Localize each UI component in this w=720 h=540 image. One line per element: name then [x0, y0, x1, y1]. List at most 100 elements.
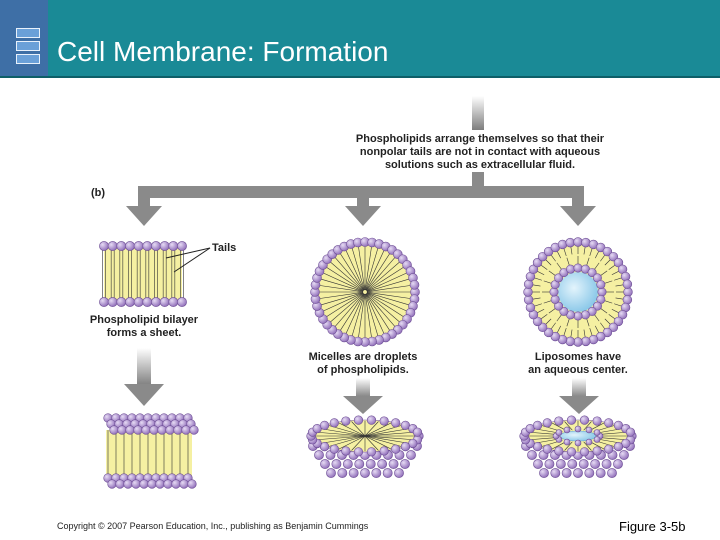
phospholipid-head	[168, 297, 179, 307]
lipid-tail	[583, 441, 592, 451]
phospholipid-head	[554, 273, 564, 283]
phospholipid-head	[400, 442, 411, 452]
bilayer-caption: Phospholipid bilayer forms a sheet.	[74, 314, 214, 340]
phospholipid-head	[573, 237, 583, 247]
phospholipid-head	[348, 468, 359, 478]
lipid-tail	[366, 292, 408, 320]
liposome-caption-line: an aqueous center.	[528, 364, 628, 376]
tails-label: Tails	[212, 242, 237, 254]
phospholipid-head	[543, 327, 554, 338]
phospholipid-head	[579, 447, 590, 457]
phospholipid-head	[590, 459, 601, 469]
phospholipid-head	[107, 479, 117, 489]
lipid-tail	[364, 435, 379, 451]
phospholipid-head	[116, 297, 127, 307]
phospholipid-head	[379, 446, 389, 456]
lipid-tail	[364, 242, 373, 291]
phospholipid-head	[607, 468, 617, 478]
lipid-tail	[366, 270, 411, 292]
lipid-tail	[351, 435, 366, 451]
phospholipid-head	[567, 459, 578, 469]
phospholipid-head	[400, 459, 410, 469]
liposome-caption-line: Liposomes have	[534, 351, 622, 363]
lower-arrows	[124, 348, 599, 414]
phospholipid-head	[620, 271, 631, 282]
liposome-illustration	[523, 237, 633, 347]
phospholipid-head	[593, 436, 601, 443]
phospholipid-head	[329, 444, 339, 454]
bilayer-caption-line: forms a sheet.	[106, 327, 182, 339]
intro-line: nonpolar tails are not in contact with a…	[359, 146, 601, 158]
phospholipid-head	[181, 425, 191, 435]
phospholipid-head	[525, 302, 536, 313]
phospholipid-head	[580, 310, 590, 320]
phospholipid-head	[596, 280, 606, 290]
lipid-tail	[314, 431, 366, 437]
copyright-notice: Copyright © 2007 Pearson Education, Inc.…	[57, 521, 369, 531]
logo-bar	[16, 28, 40, 38]
lipid-tail	[319, 428, 366, 437]
phospholipid-head	[116, 241, 127, 251]
lipid-tail	[332, 254, 364, 291]
micelle-caption: Micelles are droplets of phospholipids.	[293, 351, 433, 377]
lipid-tail	[337, 293, 365, 335]
phospholipid-head	[555, 429, 563, 436]
lipid-tail	[364, 293, 373, 342]
phospholipid-head	[353, 415, 364, 425]
phospholipid-head	[574, 425, 582, 433]
phospholipid-head	[341, 446, 351, 456]
phospholipid-head	[366, 447, 377, 457]
micelle-caption-line: Micelles are droplets	[308, 351, 418, 363]
lipid-tail	[332, 293, 364, 330]
phospholipid-head	[539, 468, 549, 478]
phospholipid-head	[133, 425, 143, 435]
lipid-tail	[366, 293, 403, 325]
phospholipid-head	[593, 429, 601, 436]
phospholipid-head	[587, 268, 597, 278]
phospholipid-head	[557, 239, 568, 250]
slide-header	[0, 0, 720, 76]
lipid-tail	[364, 421, 379, 437]
lipid-tail	[322, 264, 364, 292]
phospholipid-head	[173, 425, 183, 435]
lipid-tail	[315, 284, 364, 293]
phospholipid-head	[159, 297, 170, 307]
phospholipid-head	[179, 479, 189, 489]
phospholipid-head	[604, 418, 614, 428]
phospholipid-head	[155, 479, 165, 489]
phospholipid-head	[602, 246, 613, 257]
phospholipid-head	[622, 295, 633, 305]
phospholipid-head	[623, 287, 633, 297]
lipid-tail	[364, 435, 411, 444]
phospholipid-head	[314, 450, 324, 460]
phospholipid-head	[604, 444, 614, 454]
phospholipid-head	[574, 439, 582, 447]
phospholipid-head	[585, 438, 593, 446]
micelle-3d-illustration	[306, 415, 424, 478]
lipid-tail	[319, 435, 366, 444]
phospholipid-head	[554, 446, 564, 456]
phospholipid-head	[406, 450, 416, 460]
phospholipid-head	[559, 306, 569, 316]
phospholipid-head	[573, 311, 583, 321]
lipid-tail	[314, 435, 366, 441]
phospholipid-head	[592, 446, 602, 456]
phospholipid-head	[523, 295, 534, 305]
phospholipid-head	[597, 287, 607, 297]
phospholipid-head	[573, 263, 583, 273]
phospholipid-head	[319, 420, 330, 430]
lipid-tail	[351, 421, 366, 437]
phospholipid-head	[565, 237, 575, 248]
phospholipid-head	[619, 450, 629, 460]
aqueous-center	[558, 272, 598, 312]
bilayer-sheet-illustration	[99, 241, 187, 307]
bilayer-3d-core	[106, 430, 192, 476]
lipid-tail	[599, 437, 629, 441]
phospholipid-head	[187, 479, 197, 489]
phospholipid-head	[391, 444, 401, 454]
phospholipid-head	[159, 241, 170, 251]
lipid-tail	[583, 421, 592, 431]
phospholipid-head	[563, 426, 571, 434]
phospholipid-head	[177, 297, 187, 307]
phospholipid-head	[566, 447, 577, 457]
